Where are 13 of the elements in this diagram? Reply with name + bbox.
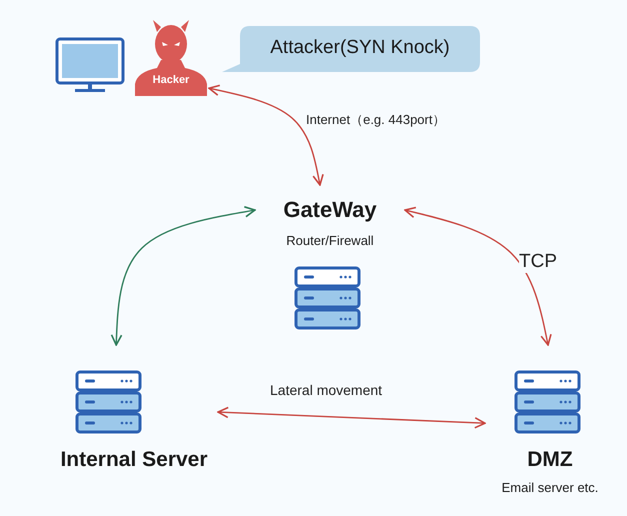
node-title: Internal Server (59, 448, 209, 472)
double-arrow (404, 206, 552, 346)
node-subtitle: Router/Firewall (285, 233, 375, 248)
double-arrow (217, 406, 486, 429)
node-subtitle: Email server etc. (500, 480, 600, 495)
edge-label: TCP (519, 251, 557, 273)
bubble-text: Attacker(SYN Knock) (269, 37, 451, 59)
double-arrow (208, 84, 324, 186)
node-title: DMZ (526, 448, 574, 472)
node-title: GateWay (282, 197, 378, 223)
edge-label: Lateral movement (270, 382, 382, 398)
double-arrow (110, 206, 256, 346)
figure-label: Hacker (152, 74, 190, 86)
